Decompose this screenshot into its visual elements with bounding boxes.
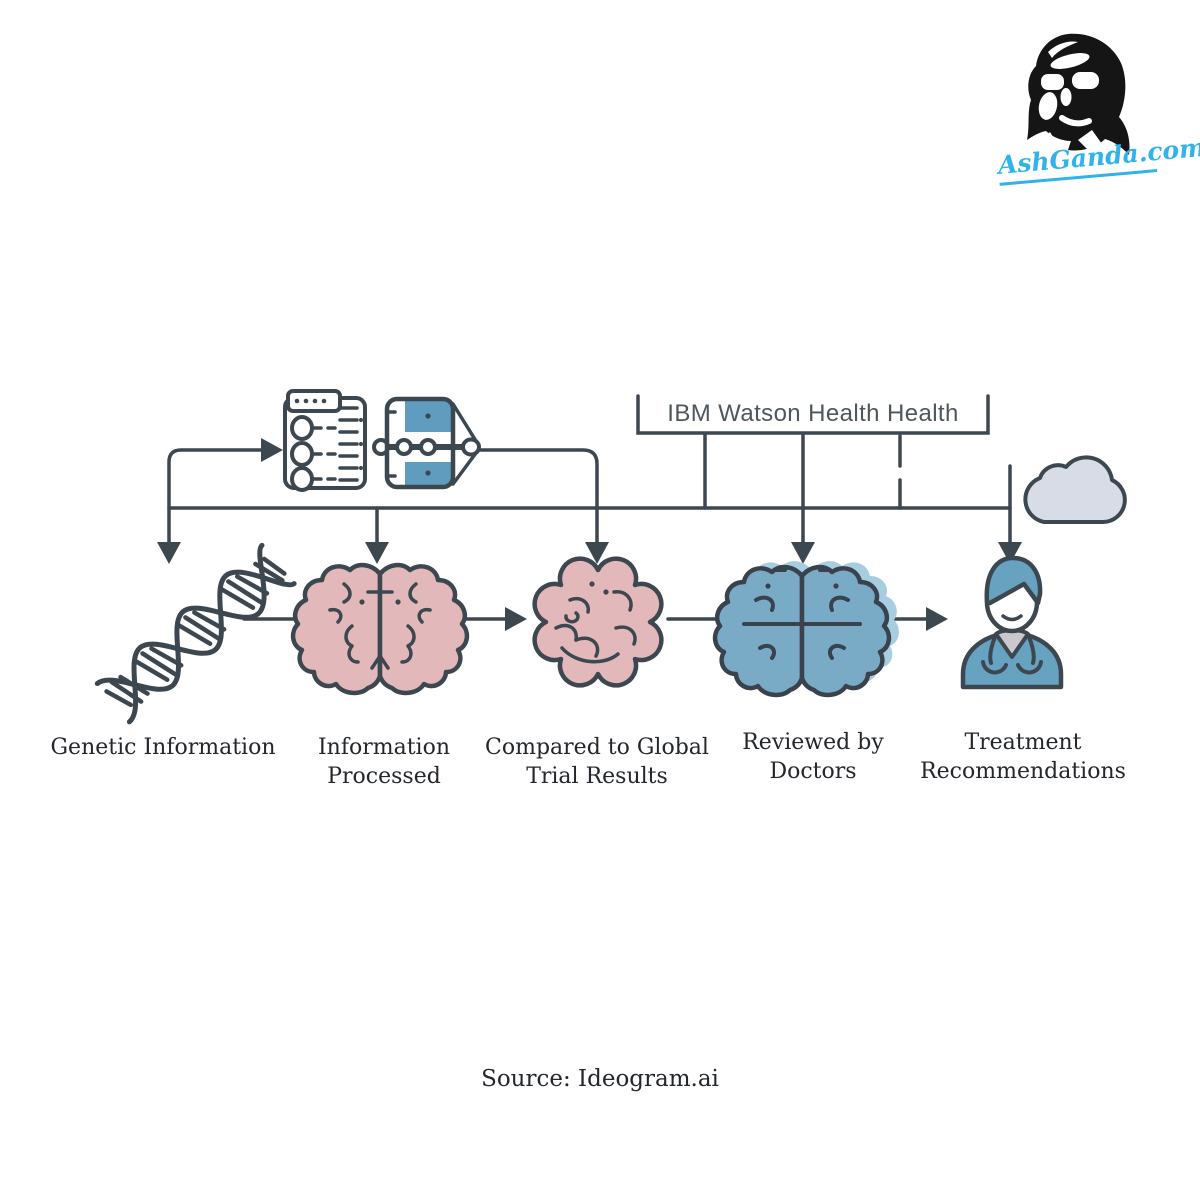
arrowhead-right-icon xyxy=(926,607,948,631)
portrait-logo-icon xyxy=(1027,33,1130,155)
dna-sequencer-icon xyxy=(372,396,481,490)
step-label-compared-global-trials: Compared to Global Trial Results xyxy=(485,735,709,790)
arrowhead-down-icon xyxy=(157,542,181,564)
cloud-icon xyxy=(1023,455,1127,524)
report-list-icon xyxy=(283,389,367,492)
doctor-icon xyxy=(960,555,1064,690)
step-label-treatment-recommendations: Treatment Recommendations xyxy=(920,730,1126,785)
arrowhead-right-icon xyxy=(261,438,283,462)
brain-top-view-icon xyxy=(290,562,470,696)
left-branch-line xyxy=(167,448,264,548)
arrowhead-down-icon xyxy=(365,542,389,564)
step-label-reviewed-by-doctors: Reviewed by Doctors xyxy=(742,730,884,785)
glasses-lens-right xyxy=(1072,72,1099,89)
source-credit: Source: Ideogram.ai xyxy=(481,1066,719,1092)
system-label: IBM Watson Health Health xyxy=(667,400,959,427)
stethoscope-icon xyxy=(981,635,1043,675)
brain-quadrants-icon xyxy=(712,561,899,698)
arrowhead-down-icon xyxy=(998,542,1022,564)
step-label-information-processed: Information Processed xyxy=(317,735,451,790)
glasses-lens-left xyxy=(1041,74,1064,90)
arrowhead-down-icon xyxy=(791,542,815,564)
step-label-genetic-information: Genetic Information xyxy=(50,735,276,760)
arrowhead-down-icon xyxy=(585,542,609,564)
sequencer-output-line xyxy=(477,448,599,548)
dna-helix-icon xyxy=(94,542,297,725)
system-bracket xyxy=(636,394,990,435)
arrowhead-right-icon xyxy=(505,607,527,631)
connector-lines xyxy=(167,394,1012,621)
brain-side-view-icon xyxy=(532,556,664,688)
